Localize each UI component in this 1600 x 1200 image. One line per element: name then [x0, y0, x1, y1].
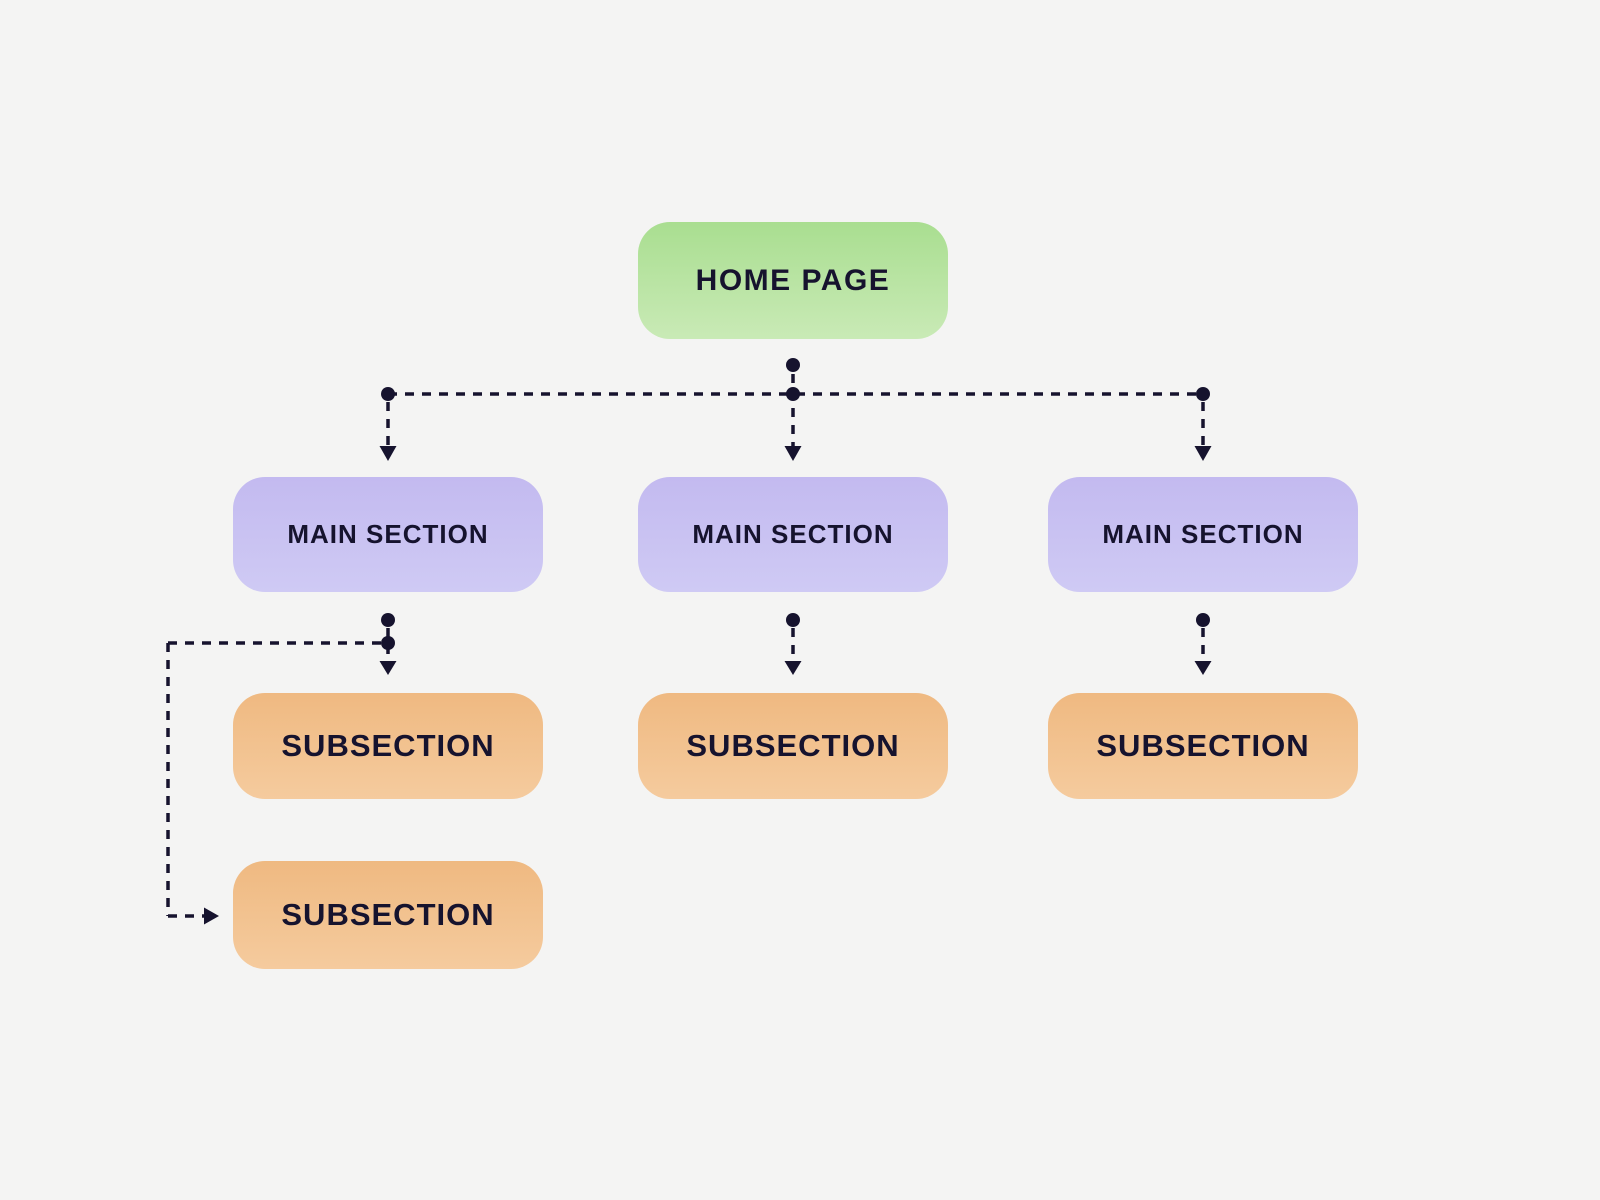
node-subsection-1a-label: SUBSECTION: [281, 728, 495, 763]
connector-main1-to-sub1a: [379, 613, 397, 675]
arrow-right-icon: [204, 907, 219, 925]
node-main-section-1-label: MAIN SECTION: [287, 519, 489, 549]
arrow-down-icon: [379, 661, 397, 675]
connector-dot: [1196, 387, 1210, 401]
node-subsection-1b-label: SUBSECTION: [281, 897, 495, 932]
node-subsection-1b: SUBSECTION: [233, 861, 543, 969]
connector-dot: [381, 387, 395, 401]
arrow-down-icon: [1194, 661, 1212, 675]
connector-dot: [1196, 613, 1210, 627]
node-subsection-3a: SUBSECTION: [1048, 693, 1358, 799]
connector-main3-to-sub3a: [1194, 613, 1212, 675]
arrow-down-icon: [784, 661, 802, 675]
node-main-section-3-label: MAIN SECTION: [1102, 519, 1304, 549]
connector-dot: [381, 636, 395, 650]
node-subsection-2a-label: SUBSECTION: [686, 728, 900, 763]
connector-main1-to-sub1b: [166, 641, 384, 925]
node-subsection-2a: SUBSECTION: [638, 693, 948, 799]
connector-dot: [786, 358, 800, 372]
node-main-section-3: MAIN SECTION: [1048, 477, 1358, 592]
node-main-section-2: MAIN SECTION: [638, 477, 948, 592]
arrow-down-icon: [379, 446, 397, 461]
arrow-down-icon: [784, 446, 802, 461]
node-home-page: HOME PAGE: [638, 222, 948, 339]
arrow-down-icon: [1194, 446, 1212, 461]
connector-home-to-main-sections: [379, 358, 1212, 461]
node-subsection-1a: SUBSECTION: [233, 693, 543, 799]
connector-dot: [786, 613, 800, 627]
node-home-page-label: HOME PAGE: [695, 263, 891, 297]
connector-dot: [786, 387, 800, 401]
connector-main2-to-sub2a: [784, 613, 802, 675]
node-subsection-3a-label: SUBSECTION: [1096, 728, 1310, 763]
node-main-section-1: MAIN SECTION: [233, 477, 543, 592]
connector-dot: [381, 613, 395, 627]
node-main-section-2-label: MAIN SECTION: [692, 519, 894, 549]
